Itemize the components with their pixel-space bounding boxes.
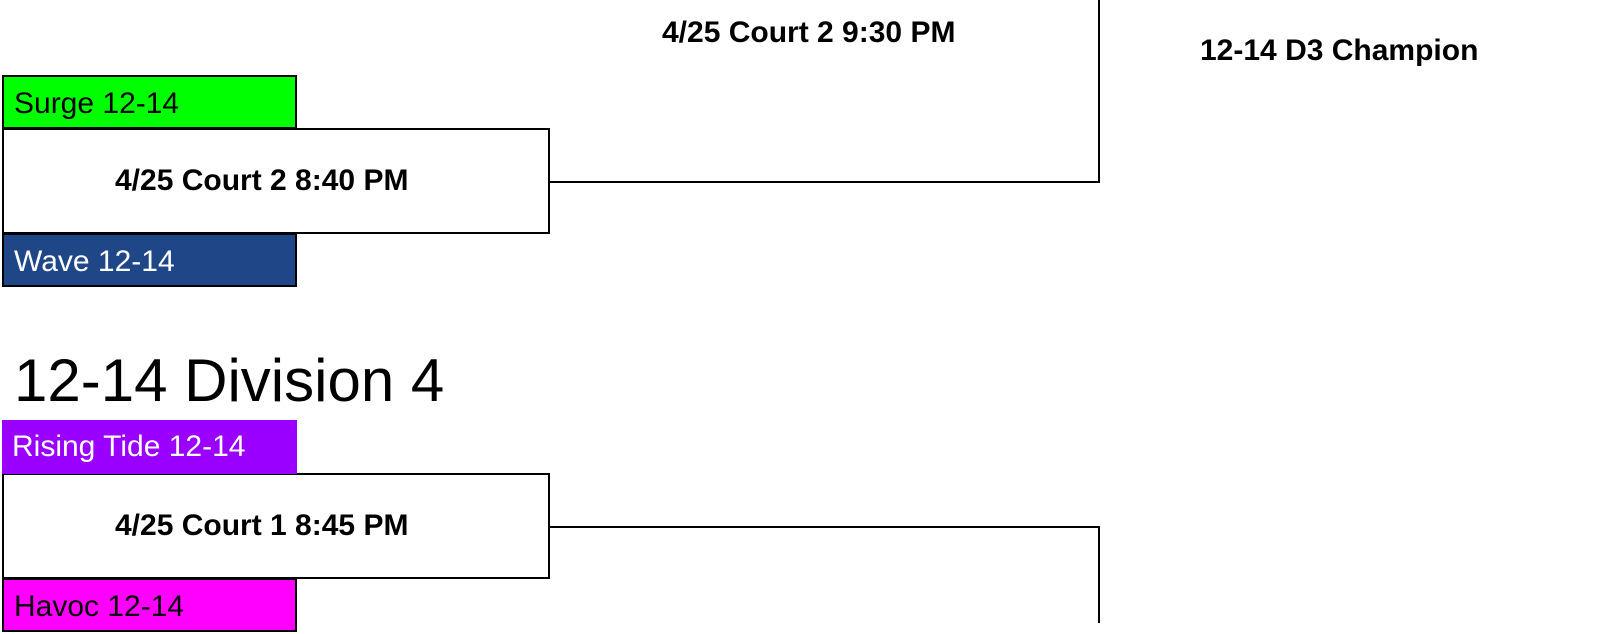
d4-division-title: 12-14 Division 4 (14, 347, 445, 414)
d3-final-match-label: 4/25 Court 2 9:30 PM (662, 16, 956, 49)
d4-team-havoc[interactable]: Havoc 12-14 (2, 578, 297, 632)
d4-team-rising-tide[interactable]: Rising Tide 12-14 (2, 420, 297, 474)
d4-semifinal-match-box (2, 473, 550, 579)
d3-team-wave[interactable]: Wave 12-14 (2, 233, 297, 287)
d3-final-connector-vertical (1098, 0, 1100, 183)
d3-semifinal-connector-horizontal (550, 181, 1100, 183)
d3-champion-label: 12-14 D3 Champion (1200, 34, 1479, 67)
d3-semifinal-match-label: 4/25 Court 2 8:40 PM (115, 164, 409, 197)
d4-semifinal-connector-horizontal (550, 526, 1100, 528)
d3-team-surge[interactable]: Surge 12-14 (2, 75, 297, 129)
d4-semifinal-match-label: 4/25 Court 1 8:45 PM (115, 509, 409, 542)
d4-final-connector-vertical (1098, 526, 1100, 623)
